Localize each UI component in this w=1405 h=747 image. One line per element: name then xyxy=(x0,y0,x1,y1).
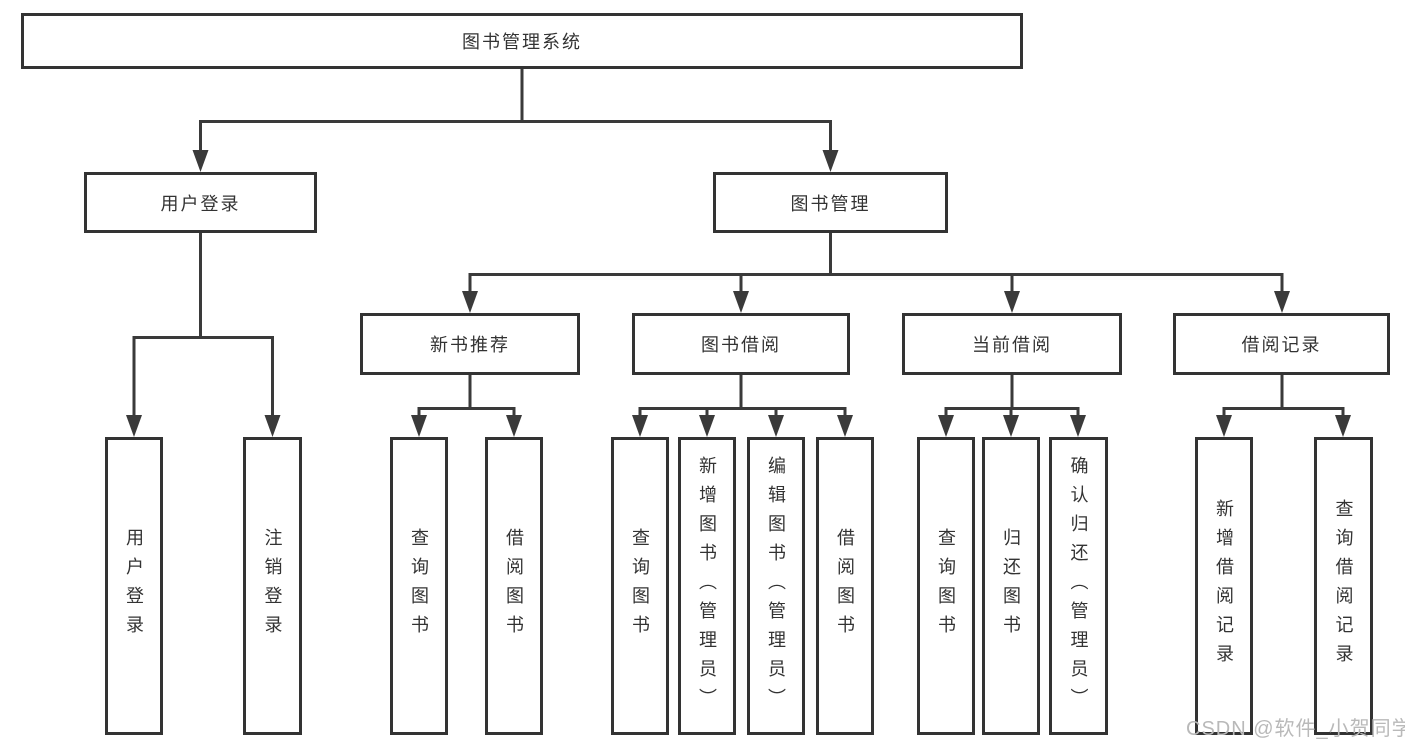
leaf-query-books-current: 查询图书 xyxy=(917,437,975,735)
node-label: 查询图书 xyxy=(409,528,429,644)
node-label: 编辑图书（管理员） xyxy=(766,455,786,717)
node-label: 查询图书 xyxy=(936,528,956,644)
csdn-watermark: CSDN @软件_小贺同学 xyxy=(1186,718,1405,740)
leaf-confirm-return-admin: 确认归还（管理员） xyxy=(1049,437,1108,735)
leaf-borrow-books: 借阅图书 xyxy=(816,437,874,735)
node-current-borrowing: 当前借阅 xyxy=(902,313,1122,375)
node-label: 当前借阅 xyxy=(972,335,1052,355)
leaf-query-books-borrow: 查询图书 xyxy=(611,437,669,735)
node-new-book-recommend: 新书推荐 xyxy=(360,313,580,375)
node-label: 新书推荐 xyxy=(430,335,510,355)
node-label: 用户登录 xyxy=(160,193,241,214)
node-borrowing-records: 借阅记录 xyxy=(1173,313,1390,375)
node-user-login: 用户登录 xyxy=(84,172,317,233)
leaf-return-book: 归还图书 xyxy=(982,437,1040,735)
node-label: 借阅图书 xyxy=(835,528,855,644)
node-label: 注销登录 xyxy=(262,528,283,644)
node-label: 查询借阅记录 xyxy=(1333,499,1354,673)
leaf-logout: 注销登录 xyxy=(243,437,302,735)
node-library-system: 图书管理系统 xyxy=(21,13,1023,69)
leaf-query-borrow-record: 查询借阅记录 xyxy=(1314,437,1373,735)
leaf-add-book-admin: 新增图书（管理员） xyxy=(678,437,736,735)
leaf-edit-book-admin: 编辑图书（管理员） xyxy=(747,437,805,735)
arrow-down-icon xyxy=(126,150,1351,437)
node-label: 确认归还（管理员） xyxy=(1068,455,1089,717)
node-label: 新增图书（管理员） xyxy=(697,455,717,717)
node-label: 归还图书 xyxy=(1001,528,1021,644)
node-label: 用户登录 xyxy=(124,528,144,644)
leaf-add-borrow-record: 新增借阅记录 xyxy=(1195,437,1253,735)
node-book-borrowing: 图书借阅 xyxy=(632,313,850,375)
node-label: 新增借阅记录 xyxy=(1214,499,1234,673)
node-label: 图书借阅 xyxy=(701,335,781,355)
leaf-borrow-books-recommend: 借阅图书 xyxy=(485,437,543,735)
node-label: 图书管理 xyxy=(790,193,871,214)
node-label: 借阅记录 xyxy=(1241,335,1322,355)
node-label: 图书管理系统 xyxy=(462,32,582,52)
leaf-user-login: 用户登录 xyxy=(105,437,163,735)
node-label: 借阅图书 xyxy=(504,528,524,644)
node-book-management: 图书管理 xyxy=(713,172,948,233)
leaf-query-books-recommend: 查询图书 xyxy=(390,437,448,735)
node-label: 查询图书 xyxy=(630,528,650,644)
